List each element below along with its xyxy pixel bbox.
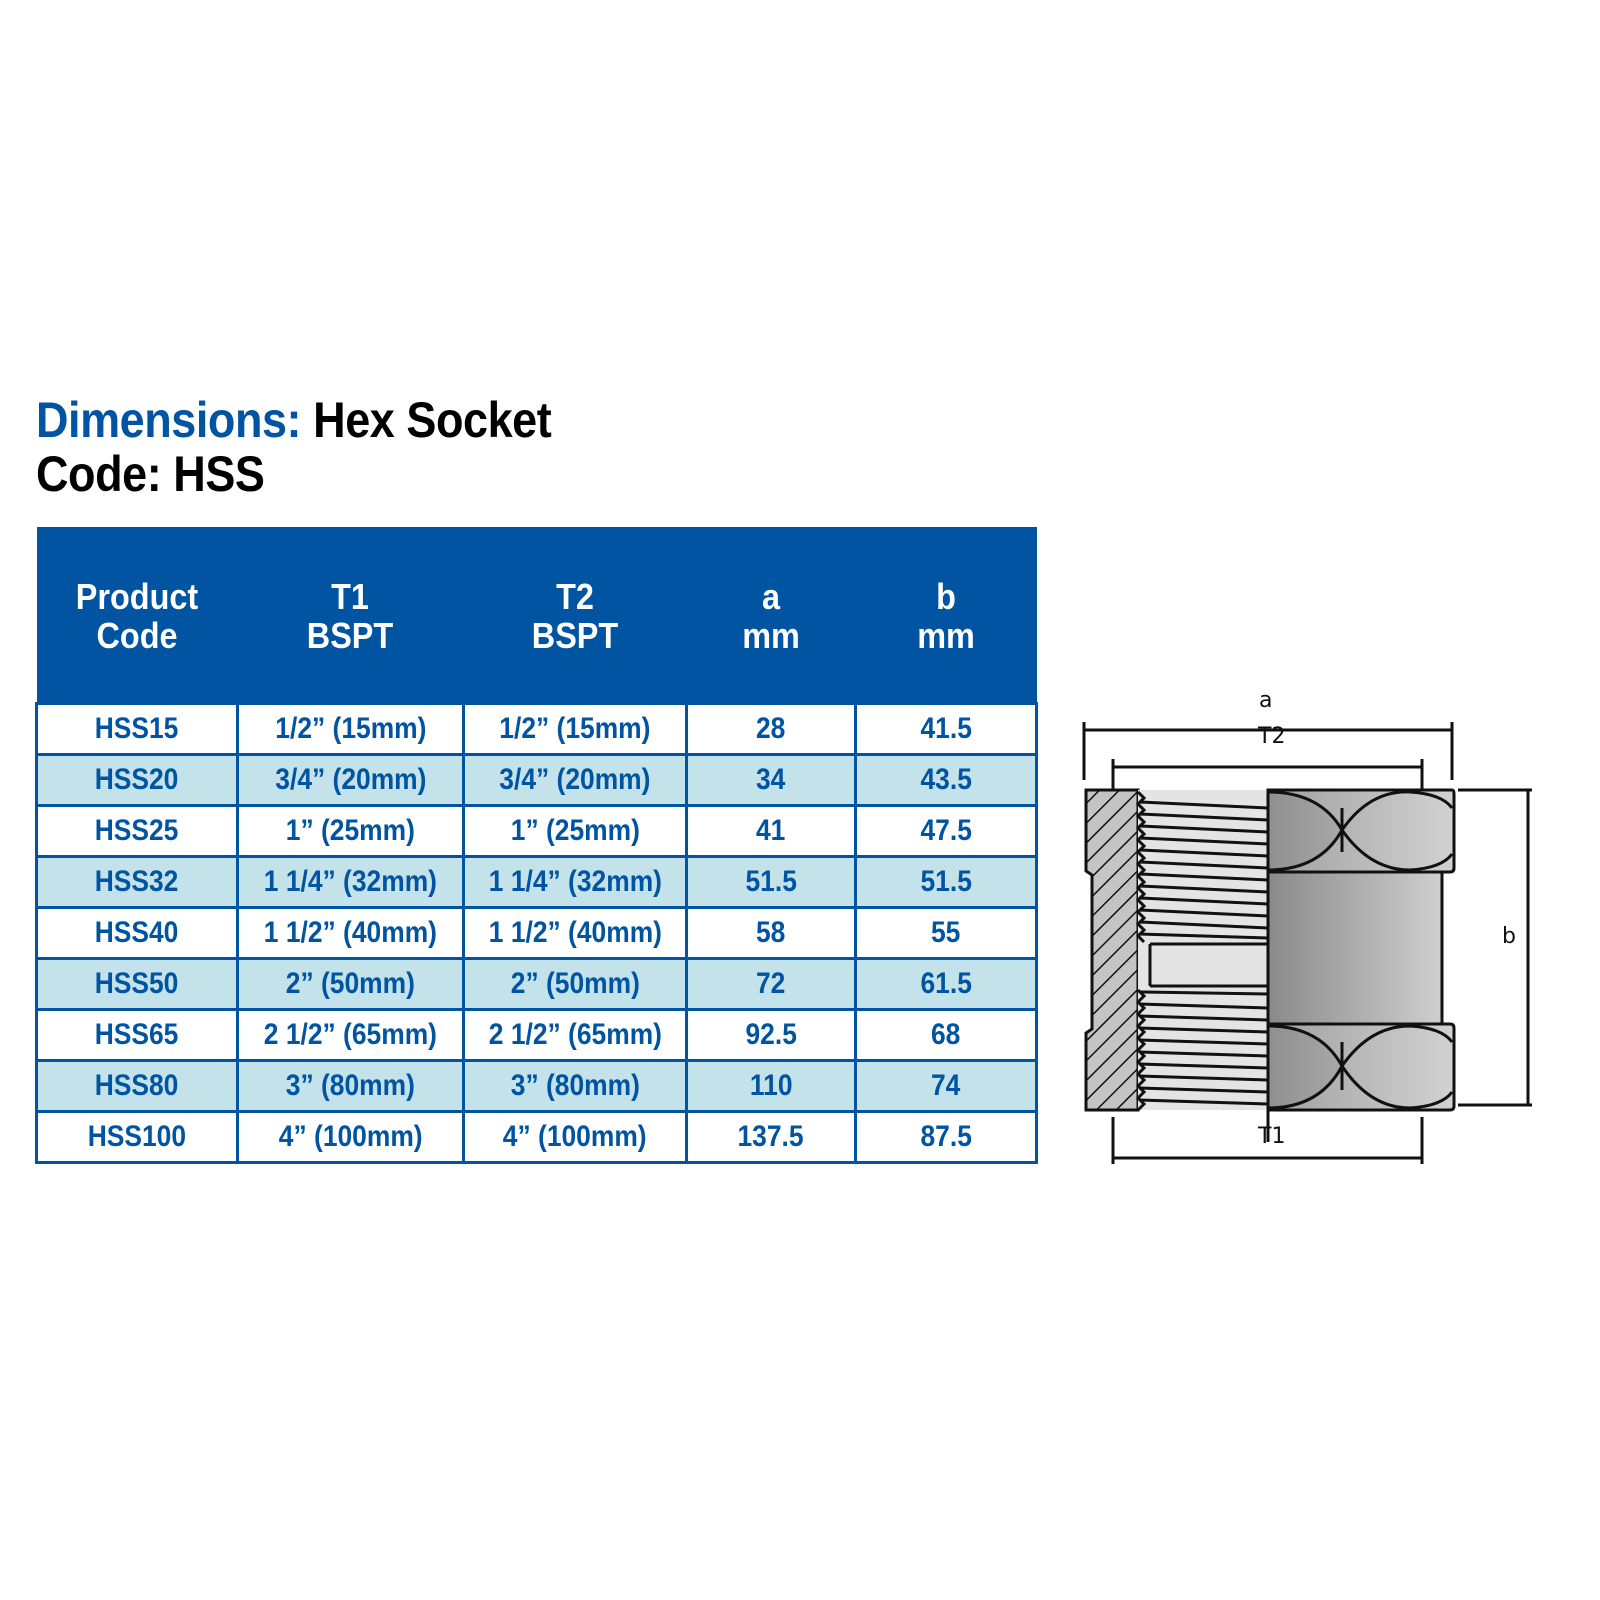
cell-t1: 1/2” (15mm) <box>236 702 465 756</box>
title-line-dimensions: Dimensions: Hex Socket <box>36 392 552 448</box>
cell-b: 74 <box>854 1059 1038 1113</box>
title-prefix: Dimensions: <box>36 392 302 448</box>
cell-t1: 2” (50mm) <box>236 957 465 1011</box>
cell-a: 72 <box>685 957 857 1011</box>
cell-t2: 3/4” (20mm) <box>462 753 688 807</box>
cell-t1: 1” (25mm) <box>236 804 465 858</box>
table-row: HSS100 4” (100mm) 4” (100mm) 137.5 87.5 <box>35 1110 1038 1164</box>
dimension-label-a: a <box>1259 688 1273 713</box>
cell-b: 41.5 <box>854 702 1038 756</box>
table-row: HSS80 3” (80mm) 3” (80mm) 110 74 <box>35 1059 1038 1113</box>
cell-a: 137.5 <box>685 1110 857 1164</box>
cell-t2: 3” (80mm) <box>462 1059 688 1113</box>
cell-a: 92.5 <box>685 1008 857 1062</box>
cell-code: HSS50 <box>35 957 239 1011</box>
cell-b: 55 <box>854 906 1038 960</box>
cell-code: HSS100 <box>35 1110 239 1164</box>
page-title: Dimensions: Hex Socket Code: HSS <box>36 392 552 502</box>
cell-a: 51.5 <box>685 855 857 909</box>
cell-t2: 1/2” (15mm) <box>462 702 688 756</box>
cell-code: HSS40 <box>35 906 239 960</box>
cell-t1: 3/4” (20mm) <box>236 753 465 807</box>
cell-t2: 4” (100mm) <box>462 1110 688 1164</box>
cell-t1: 2 1/2” (65mm) <box>236 1008 465 1062</box>
cell-a: 34 <box>685 753 857 807</box>
cell-t2: 2 1/2” (65mm) <box>462 1008 688 1062</box>
cell-a: 28 <box>685 702 857 756</box>
cell-t2: 1 1/2” (40mm) <box>462 906 688 960</box>
table-row: HSS32 1 1/4” (32mm) 1 1/4” (32mm) 51.5 5… <box>35 855 1038 909</box>
hex-socket-diagram: a T2 T1 b <box>1070 680 1550 1180</box>
table-row: HSS20 3/4” (20mm) 3/4” (20mm) 34 43.5 <box>35 753 1038 807</box>
cell-a: 58 <box>685 906 857 960</box>
table-row: HSS15 1/2” (15mm) 1/2” (15mm) 28 41.5 <box>35 702 1038 756</box>
cell-t2: 1” (25mm) <box>462 804 688 858</box>
cell-b: 61.5 <box>854 957 1038 1011</box>
cell-b: 47.5 <box>854 804 1038 858</box>
cell-t2: 2” (50mm) <box>462 957 688 1011</box>
product-code-line: Code: HSS <box>36 446 265 502</box>
cell-code: HSS80 <box>35 1059 239 1113</box>
cell-a: 110 <box>685 1059 857 1113</box>
cell-code: HSS25 <box>35 804 239 858</box>
cell-b: 87.5 <box>854 1110 1038 1164</box>
hex-socket-drawing-icon <box>1082 722 1532 1164</box>
table-row: HSS25 1” (25mm) 1” (25mm) 41 47.5 <box>35 804 1038 858</box>
cell-t1: 1 1/4” (32mm) <box>236 855 465 909</box>
cell-code: HSS65 <box>35 1008 239 1062</box>
cell-b: 51.5 <box>854 855 1038 909</box>
cell-t1: 3” (80mm) <box>236 1059 465 1113</box>
dimension-label-b: b <box>1502 924 1516 949</box>
cell-code: HSS20 <box>35 753 239 807</box>
table-row: HSS40 1 1/2” (40mm) 1 1/2” (40mm) 58 55 <box>35 906 1038 960</box>
product-name: Hex Socket <box>313 392 552 448</box>
cell-b: 43.5 <box>854 753 1038 807</box>
dimension-label-t2: T2 <box>1258 724 1286 749</box>
cell-t2: 1 1/4” (32mm) <box>462 855 688 909</box>
dimension-label-t1: T1 <box>1258 1124 1286 1149</box>
table-row: HSS65 2 1/2” (65mm) 2 1/2” (65mm) 92.5 6… <box>35 1008 1038 1062</box>
cell-b: 68 <box>854 1008 1038 1062</box>
cell-code: HSS32 <box>35 855 239 909</box>
cell-a: 41 <box>685 804 857 858</box>
table-row: HSS50 2” (50mm) 2” (50mm) 72 61.5 <box>35 957 1038 1011</box>
cell-t1: 1 1/2” (40mm) <box>236 906 465 960</box>
cell-code: HSS15 <box>35 702 239 756</box>
cell-t1: 4” (100mm) <box>236 1110 465 1164</box>
